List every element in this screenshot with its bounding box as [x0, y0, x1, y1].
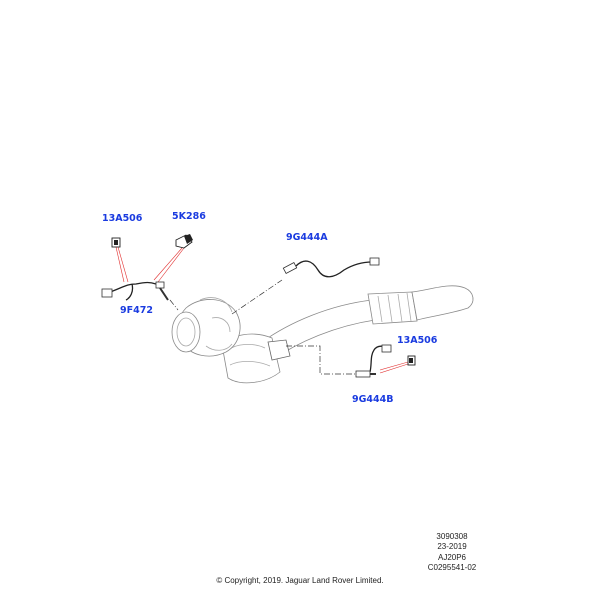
dash-dot-leaders — [169, 279, 362, 375]
copyright-notice: © Copyright, 2019. Jaguar Land Rover Lim… — [216, 576, 384, 585]
connector-13a506-left — [111, 237, 121, 248]
callout-5k286[interactable]: 5K286 — [172, 211, 206, 222]
sensor-9f472 — [101, 281, 169, 301]
callout-13a506-left[interactable]: 13A506 — [102, 213, 143, 224]
red-leaders — [115, 246, 409, 374]
sensor-9g444b — [355, 344, 392, 378]
drawing-info: 3090308 23-2019 AJ20P6 C0295541-02 — [420, 532, 484, 574]
turbocharger — [171, 297, 241, 357]
callout-9g444b[interactable]: 9G444B — [352, 394, 394, 405]
callout-9g444a[interactable]: 9G444A — [286, 232, 328, 243]
connector-13a506-right — [407, 355, 416, 366]
callout-9f472[interactable]: 9F472 — [120, 305, 153, 316]
drawing-date: 23-2019 — [437, 542, 467, 552]
drawing-code: AJ20P6 — [437, 552, 467, 562]
callout-13a506-right[interactable]: 13A506 — [397, 335, 438, 346]
exhaust-pipe-assembly — [221, 285, 474, 384]
clip-5k286 — [175, 234, 193, 249]
sensor-9g444a — [282, 257, 380, 278]
drawing-reference: C0295541-02 — [427, 563, 477, 573]
drawing-number: 3090308 — [436, 532, 468, 541]
